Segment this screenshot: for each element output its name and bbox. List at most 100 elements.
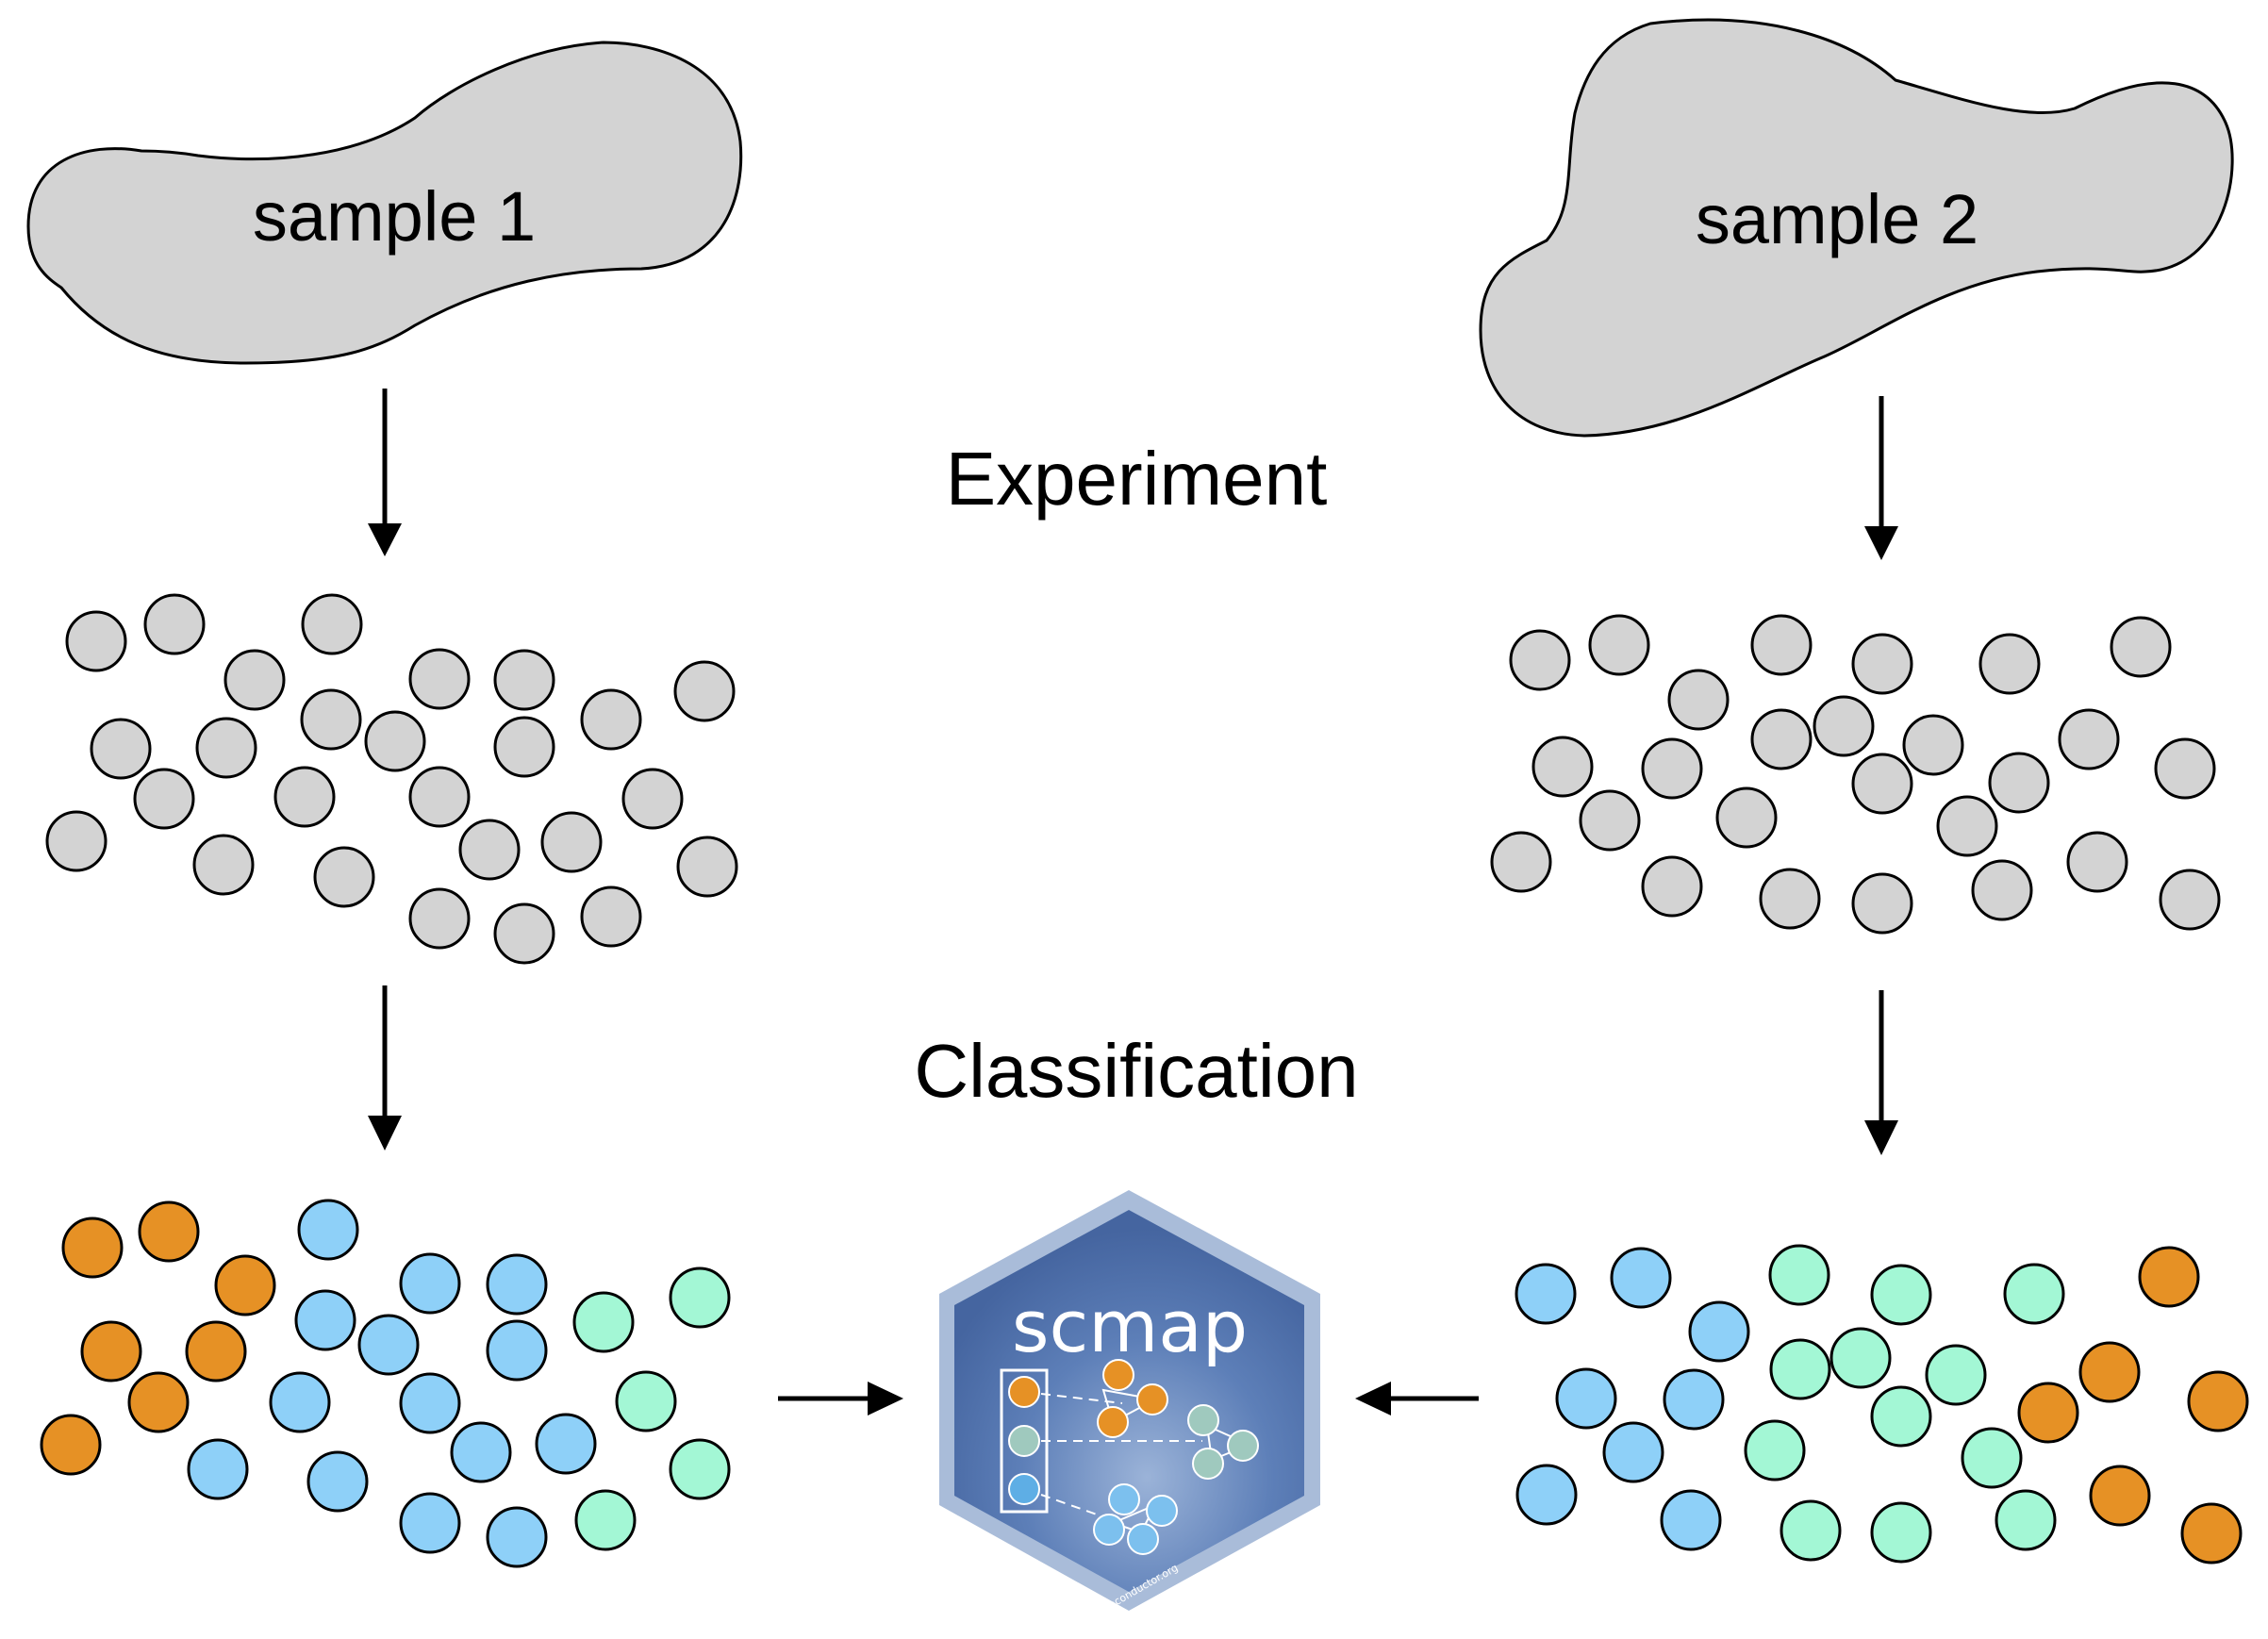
cell-unclassified [223,649,286,711]
cell-type-blue [187,1438,249,1500]
cell-unclassified [673,660,736,722]
sample-2-label: sample 2 [1696,180,1978,258]
cell-type-green [1870,1385,1932,1448]
cell-unclassified [2159,869,2221,931]
cell-unclassified [1641,737,1703,800]
cell-type-blue [306,1450,369,1513]
cell-type-orange [61,1217,124,1279]
sample-1-cells [45,593,738,965]
cell-type-blue [535,1413,597,1475]
cell-type-blue [1688,1300,1750,1363]
sample-1-label: sample 1 [253,177,536,256]
logo-node [1146,1495,1178,1527]
cell-type-orange [2138,1246,2200,1308]
experiment-label: Experiment [946,437,1328,521]
cell-type-green [1995,1489,2057,1551]
cell-type-green [669,1266,731,1329]
arrow-down-right-2-head [1864,1120,1898,1155]
logo-node [1227,1430,1259,1462]
cell-type-blue [486,1506,548,1568]
cell-type-blue [1555,1367,1617,1430]
cell-unclassified [2066,831,2128,893]
cell-unclassified [133,768,195,830]
cell-unclassified [1851,753,1913,815]
cell-type-blue [357,1314,420,1376]
cell-unclassified [1813,695,1875,757]
cell-type-blue [1602,1421,1664,1483]
cell-unclassified [65,610,127,672]
cell-type-green [1870,1264,1932,1326]
logo-node [1187,1404,1219,1436]
cell-type-green [1769,1338,1831,1400]
cell-unclassified [1490,831,1552,893]
cell-type-green [574,1489,637,1551]
sample-2-classified-cells [1515,1244,2249,1564]
cell-type-orange [80,1320,142,1382]
cell-unclassified [1667,669,1730,731]
cell-unclassified [313,846,375,908]
cell-unclassified [493,716,555,778]
cell-type-orange [2180,1502,2243,1564]
cell-unclassified [1531,736,1594,798]
cell-type-green [1925,1344,1987,1406]
cell-type-blue [269,1371,331,1433]
cell-type-blue [399,1492,461,1554]
cell-type-blue [1515,1464,1578,1526]
cell-type-blue [297,1199,359,1261]
cell-unclassified [1750,708,1813,770]
logo-node [1192,1448,1224,1480]
cell-type-green [1961,1427,2023,1489]
cell-type-orange [2089,1465,2151,1527]
cell-unclassified [1851,872,1913,935]
cell-type-green [1870,1501,1932,1564]
cell-type-orange [214,1254,276,1316]
cell-unclassified [2110,616,2172,678]
cell-unclassified [192,834,255,896]
arrow-down-left-2-head [368,1116,402,1151]
cell-type-green [1744,1419,1806,1482]
cell-unclassified [1988,752,2050,814]
cell-type-blue [450,1421,512,1483]
cell-unclassified [1588,614,1650,676]
cell-unclassified [1750,614,1813,676]
arrow-left-to-logo-head [1355,1382,1391,1416]
cell-unclassified [676,836,738,898]
logo-node [1093,1514,1125,1546]
cell-type-orange [138,1200,200,1263]
cell-type-orange [2017,1382,2079,1444]
cell-unclassified [1715,786,1778,849]
cell-type-green [2003,1263,2065,1325]
cell-type-orange [2187,1370,2249,1432]
cell-type-blue [1515,1263,1577,1325]
cell-type-green [572,1291,635,1353]
cell-unclassified [540,811,603,873]
logo-node [1108,1483,1140,1515]
cell-unclassified [493,649,555,711]
logo-node [1136,1383,1168,1416]
cell-unclassified [1759,868,1821,930]
cell-type-blue [294,1289,356,1351]
cell-unclassified [2154,737,2216,800]
cell-type-green [1780,1499,1842,1562]
cell-type-green [1768,1244,1830,1306]
cell-unclassified [45,810,108,872]
logo-cluster-orange-triangle [1101,1388,1159,1424]
cell-unclassified [300,688,362,751]
cell-unclassified [1851,633,1913,695]
logo-map-line-3 [1040,1494,1114,1521]
cell-unclassified [143,593,206,655]
cell-unclassified [273,766,336,828]
logo-ref-orange [1008,1376,1040,1408]
cell-type-green [669,1438,731,1500]
cell-unclassified [195,717,257,779]
cell-type-blue [486,1319,548,1382]
cell-unclassified [2058,708,2120,770]
logo-ref-green [1008,1425,1040,1457]
cell-type-orange [2078,1341,2141,1403]
cell-type-green [1829,1327,1892,1389]
cell-type-blue [1663,1368,1725,1431]
logo-node [1097,1406,1129,1438]
cell-unclassified [1978,633,2041,695]
arrow-right-to-logo-head [868,1382,903,1416]
